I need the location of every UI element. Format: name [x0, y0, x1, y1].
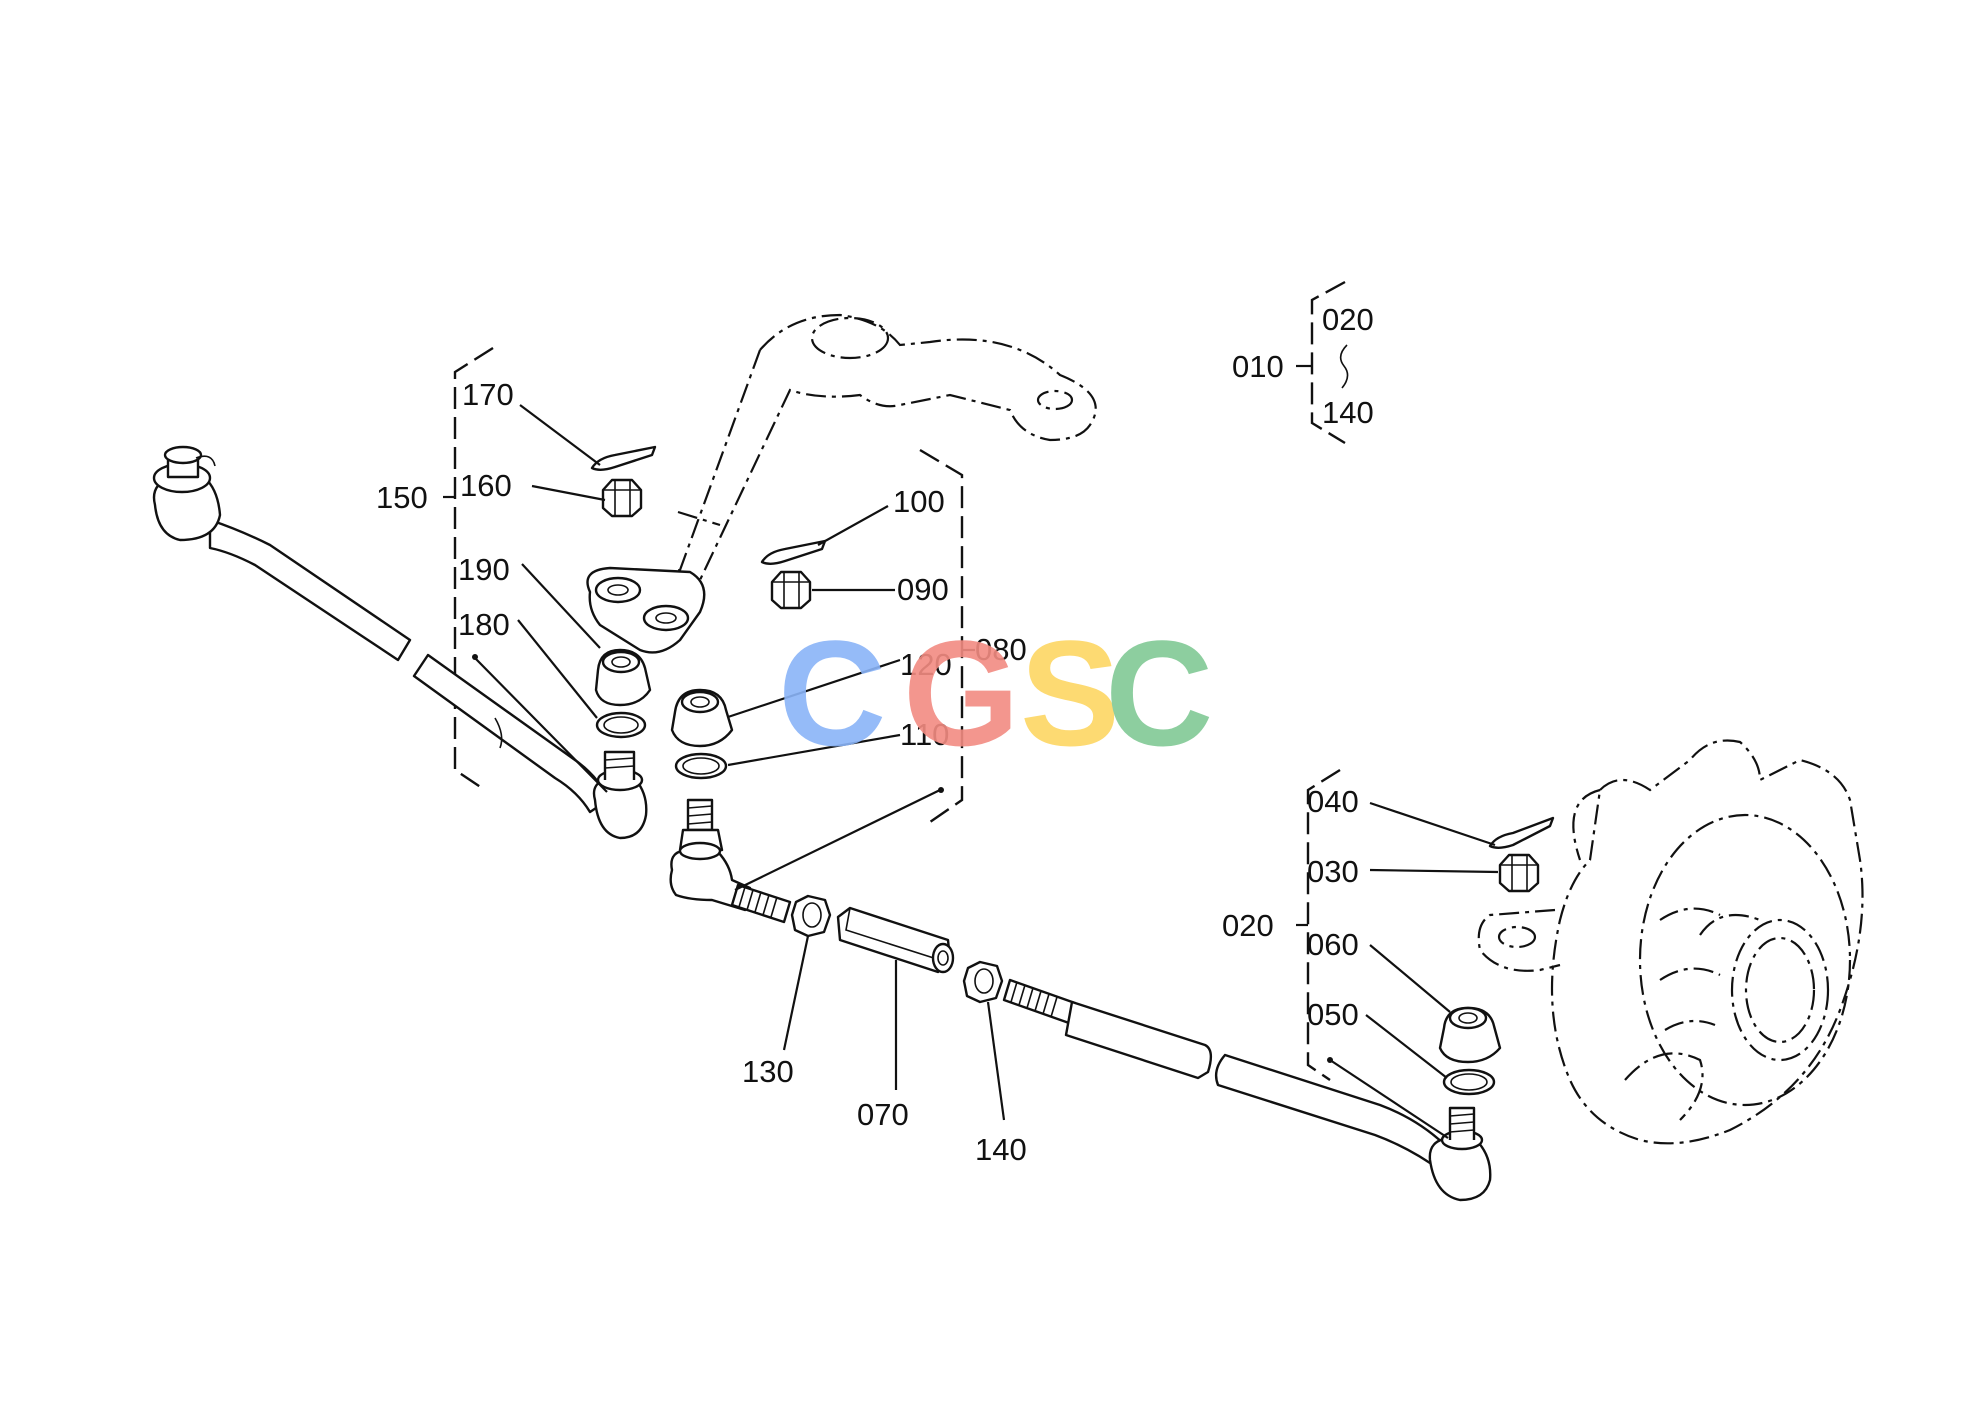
- label-060: 060: [1307, 927, 1359, 962]
- left-tie-rod: [152, 445, 648, 840]
- label-140: 140: [975, 1132, 1027, 1167]
- cotter-pin-170: [590, 445, 657, 471]
- cotter-pin-100: [760, 539, 827, 565]
- watermark-letter-c1: C: [778, 609, 886, 777]
- watermark-letter-c2: C: [1105, 609, 1213, 777]
- dust-cover-060: [1438, 1006, 1502, 1064]
- label-020: 020: [1222, 908, 1274, 943]
- cotter-pin-040: [1488, 816, 1555, 849]
- dust-cover-120: [670, 688, 734, 748]
- group-010-bracket: [1296, 280, 1349, 445]
- label-120: 120: [900, 647, 952, 682]
- label-160: 160: [460, 468, 512, 503]
- watermark-logo: C G S C: [778, 609, 1213, 777]
- leader-lines: [473, 404, 1499, 1139]
- group-150-bracket: [443, 346, 494, 791]
- group-020-bracket: [1296, 768, 1341, 1081]
- castle-nut-090: [770, 570, 812, 610]
- steering-arm-phantom: [647, 313, 1097, 611]
- label-150: 150: [376, 480, 428, 515]
- leader-dot-080: [938, 787, 944, 793]
- label-050: 050: [1307, 997, 1359, 1032]
- label-140-top: 140: [1322, 395, 1374, 430]
- adjusting-sleeve-070: [836, 906, 955, 974]
- label-030: 030: [1307, 854, 1359, 889]
- label-130: 130: [742, 1054, 794, 1089]
- label-080: 080: [975, 632, 1027, 667]
- arm-lower-eye: [586, 566, 706, 654]
- ring-110: [674, 752, 728, 780]
- ring-050: [1442, 1068, 1496, 1096]
- castle-nut-030: [1498, 853, 1540, 893]
- watermark-letter-g: G: [903, 609, 1020, 777]
- label-090: 090: [897, 572, 949, 607]
- castle-nut-160: [601, 478, 643, 518]
- ring-180: [595, 711, 647, 739]
- label-170: 170: [462, 377, 514, 412]
- label-100: 100: [893, 484, 945, 519]
- label-180: 180: [458, 607, 510, 642]
- label-040: 040: [1307, 784, 1359, 819]
- right-tie-rod: [1064, 1000, 1492, 1202]
- group-080-bracket: [919, 448, 975, 823]
- lock-nut-130: [790, 894, 832, 938]
- threaded-stud-left: [730, 883, 792, 924]
- label-010: 010: [1232, 349, 1284, 384]
- watermark-letter-s: S: [1020, 609, 1120, 777]
- threaded-stud-right: [1002, 978, 1077, 1025]
- knuckle-housing-phantom: [1477, 739, 1864, 1145]
- label-110: 110: [900, 717, 949, 752]
- label-020-top: 020: [1322, 302, 1374, 337]
- dust-cover-190: [594, 648, 652, 707]
- lock-nut-140: [962, 960, 1004, 1004]
- label-190: 190: [458, 552, 510, 587]
- label-070: 070: [857, 1097, 909, 1132]
